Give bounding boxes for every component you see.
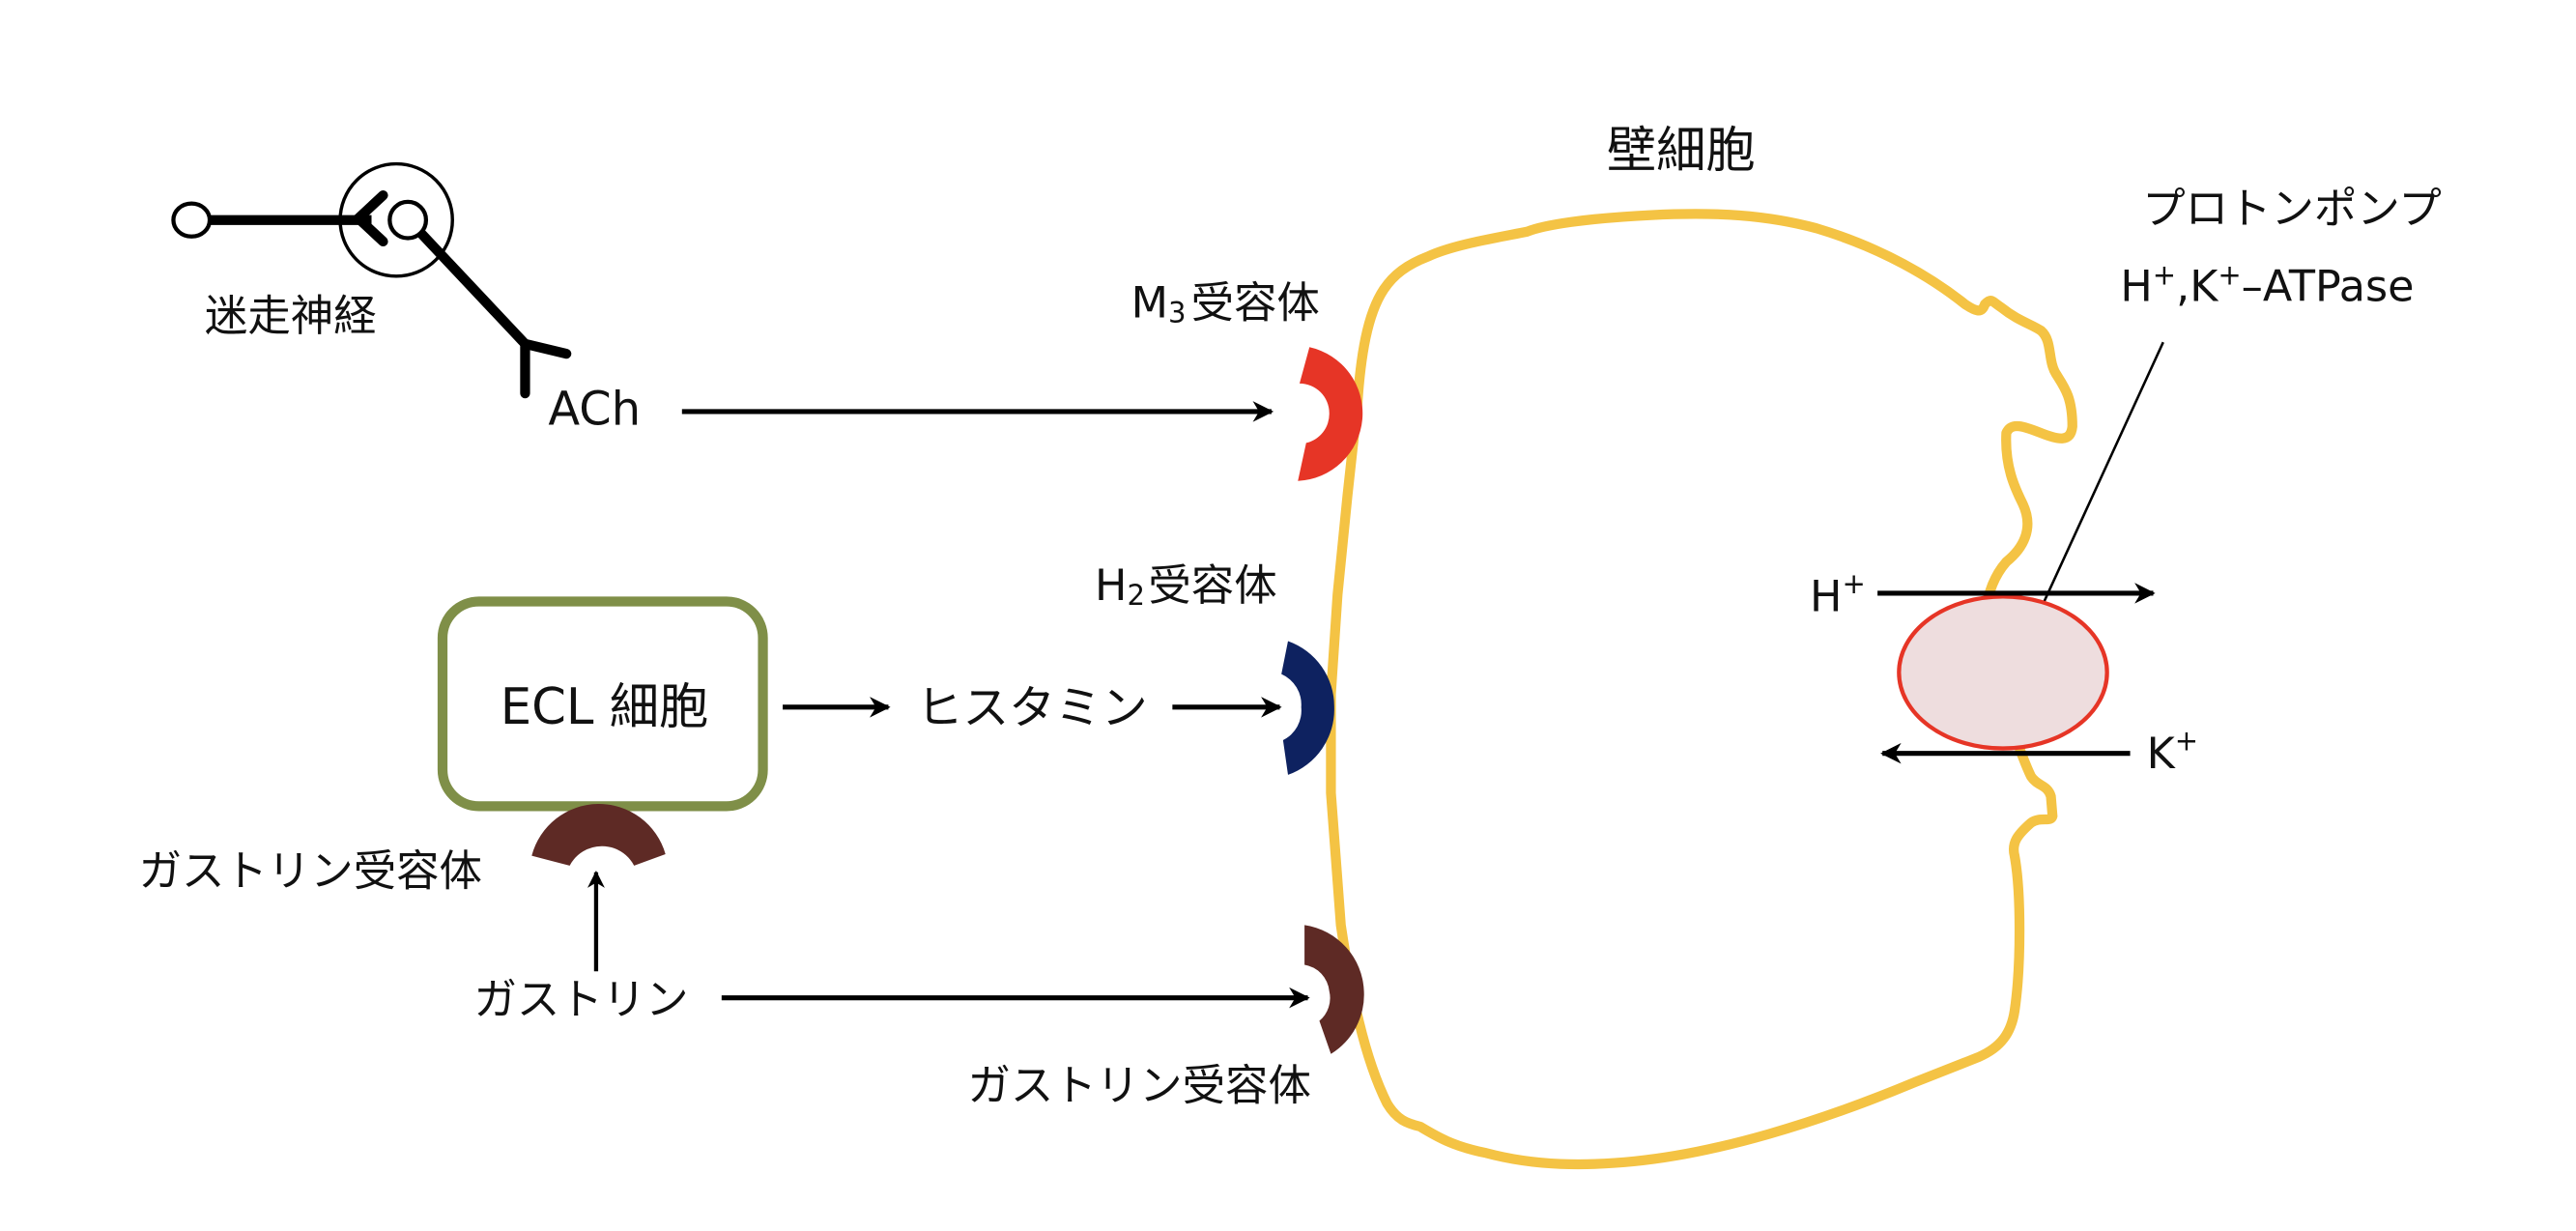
m3-receptor-suffix: 受容体	[1191, 279, 1320, 329]
k-ion: K	[2147, 730, 2177, 779]
h-ion-charge: +	[1842, 567, 1865, 600]
k-ion-label: K+	[2147, 724, 2198, 779]
h2-receptor-suffix: 受容体	[1148, 561, 1276, 611]
h2-receptor-name: H	[1095, 561, 1127, 611]
h-ion: H	[1810, 573, 1842, 622]
enzyme-sep: ,	[2176, 262, 2190, 311]
ecl-gastrin-receptor-icon	[531, 804, 666, 866]
enzyme-suffix: –ATPase	[2242, 262, 2415, 311]
m3-receptor-name: M	[1131, 279, 1168, 329]
vagus-nerve-label: 迷走神経	[205, 292, 377, 341]
h2-receptor-icon	[1281, 641, 1334, 775]
enzyme-h: H	[2120, 262, 2152, 311]
ecl-gastrin-receptor-label: ガストリン受容体	[139, 846, 482, 896]
m3-receptor-subscript: 3	[1168, 297, 1186, 329]
vagus-nerve-icon	[171, 161, 572, 399]
proton-pump-title: プロトンポンプ	[2142, 185, 2442, 234]
enzyme-k: K	[2190, 262, 2219, 311]
proton-pump-leader-line	[2023, 341, 2164, 645]
parietal-cell-title: 壁細胞	[1607, 122, 1756, 180]
ach-label: ACh	[548, 384, 641, 437]
proton-pump-enzyme-label: H+,K+–ATPase	[2120, 258, 2414, 311]
k-ion-charge: +	[2175, 724, 2198, 757]
parietal-gastrin-receptor-label: ガストリン受容体	[967, 1062, 1310, 1111]
gastrin-label: ガストリン	[473, 976, 688, 1025]
ecl-cell-label: ECL 細胞	[501, 678, 709, 736]
h2-receptor-subscript: 2	[1127, 579, 1144, 612]
enzyme-k-charge: +	[2218, 258, 2241, 291]
enzyme-h-charge: +	[2153, 258, 2176, 291]
histamine-label: ヒスタミン	[916, 682, 1147, 735]
h-ion-label: H+	[1810, 567, 1866, 622]
parietal-gastrin-receptor-icon	[1304, 925, 1364, 1054]
m3-receptor-icon	[1298, 347, 1363, 481]
proton-pump-icon	[1897, 594, 2109, 751]
